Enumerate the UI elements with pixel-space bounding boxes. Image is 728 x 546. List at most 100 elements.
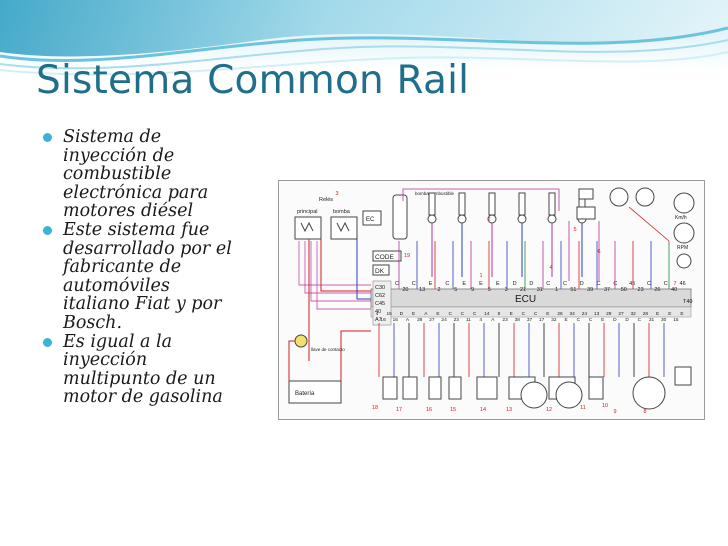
component-number: 10 — [602, 403, 608, 409]
relay-bomba — [330, 216, 358, 240]
injector — [458, 192, 466, 216]
component-number: 17 — [396, 407, 402, 413]
bottom-pin-label: D — [400, 311, 404, 317]
top-pin-label: 40 — [671, 287, 677, 293]
bullet-line: desarrollado por el — [63, 238, 232, 259]
battery-wire — [288, 340, 295, 381]
bullet-line: Sistema de — [63, 127, 162, 147]
bottom-pin-label: C — [638, 317, 642, 323]
dk-box — [372, 264, 390, 276]
component-number: 11 — [580, 405, 586, 411]
bottom-pin-label: C — [577, 317, 581, 323]
sensor-round — [520, 381, 548, 409]
relay-principal — [294, 216, 322, 240]
top-pin-label: 2 — [437, 287, 440, 293]
sensor — [674, 366, 692, 386]
bottom-pin-label: 26 — [557, 311, 563, 317]
power-wire — [320, 239, 371, 292]
top-pin-label: C — [445, 281, 449, 287]
sensor — [476, 376, 498, 400]
bullet-line: automóviles — [63, 275, 170, 296]
top-pin-label: 1 — [555, 287, 558, 293]
top-pin-label: C — [412, 281, 416, 287]
bottom-pin-label: 4 — [479, 317, 482, 323]
top-pin-label: 46 — [680, 281, 686, 287]
bottom-pin-label: E — [680, 311, 683, 317]
ignition-module — [362, 210, 382, 226]
bullet-line: Este sistema fue — [63, 219, 210, 240]
bottom-pin-label: 30 — [661, 317, 667, 323]
top-pin-label: C — [597, 281, 601, 287]
top-pin-label: 5 — [454, 287, 457, 293]
bottom-pin-label: 28 — [643, 311, 649, 317]
bullet-line: Bosch. — [63, 312, 123, 333]
kmh-gauge — [673, 192, 695, 214]
relays-label: Relés — [319, 197, 333, 203]
bottom-pin-label: 27 — [618, 311, 624, 317]
top-pin-label: 31 — [537, 287, 543, 293]
left-pin-label: 40 — [375, 309, 381, 315]
bullet-line: motores diésel — [63, 201, 194, 222]
slide-title: Sistema Common Rail — [36, 58, 470, 103]
left-connector — [372, 280, 392, 326]
relay-principal-label: principal — [297, 209, 317, 215]
bottom-pin-label: 13 — [594, 311, 600, 317]
bullet-line: Es igual a la — [63, 331, 173, 352]
battery-label: Batería — [295, 391, 315, 397]
top-pin-label: 21 — [520, 287, 526, 293]
top-pin-label: 13 — [419, 287, 425, 293]
component-number: 7 — [673, 281, 676, 287]
component-number: 8 — [643, 409, 646, 415]
bottom-pin-label: 24 — [441, 317, 447, 323]
top-pin-label: 9 — [471, 287, 474, 293]
relay-wire — [310, 241, 371, 302]
injector — [518, 192, 526, 216]
top-pin-label: C — [613, 281, 617, 287]
component-number: 14 — [480, 407, 486, 413]
ecu-label: ECU — [515, 294, 536, 305]
bullet-line: italiano Fiat y por — [63, 294, 222, 315]
bottom-pin-label: 38 — [515, 317, 521, 323]
bottom-pin-label: A — [406, 317, 410, 323]
bullet-line: fabricante de — [63, 257, 182, 278]
component-number: 12 — [546, 407, 552, 413]
relay-wire — [298, 241, 371, 286]
bullet-line: combustible — [63, 164, 172, 185]
relay-bomba-label: bomba — [333, 209, 351, 215]
bottom-pin-label: 16 — [380, 317, 386, 323]
bottom-pin-label: 23 — [502, 317, 508, 323]
bottom-pin-label: 32 — [631, 311, 637, 317]
bottom-pin-label: D — [613, 317, 617, 323]
left-pin-label: A7 — [375, 317, 382, 323]
bottom-pin-label: E — [546, 311, 549, 317]
bottom-pin-label: E — [412, 311, 415, 317]
sensor — [448, 376, 462, 400]
bullet-line: inyección de — [63, 145, 175, 166]
battery — [288, 380, 342, 404]
top-pin-label: 37 — [604, 287, 610, 293]
bottom-pin-label: 24 — [582, 311, 588, 317]
relay-small — [576, 206, 596, 220]
injector-head — [517, 214, 527, 224]
bottom-pin-label: 17 — [539, 317, 545, 323]
bottom-pin-label: A — [491, 317, 495, 323]
injector — [428, 192, 436, 216]
component-number: 2 — [487, 217, 490, 223]
code-label: CODE — [375, 254, 394, 261]
injector-head — [457, 214, 467, 224]
warning-lamp — [676, 253, 692, 269]
bottom-pin-label: C — [589, 317, 593, 323]
signal-wire — [356, 239, 371, 300]
top-pin-label: 50 — [621, 287, 627, 293]
injector-head — [427, 214, 437, 224]
component-number: 6 — [597, 249, 600, 255]
sensor — [588, 376, 604, 400]
top-pin-label: 51 — [570, 287, 576, 293]
component-number: 9 — [613, 409, 616, 415]
bottom-pin-label: E — [601, 317, 604, 323]
bullet-line: electrónica para — [63, 182, 209, 203]
bottom-pin-label: 16 — [393, 317, 399, 323]
bottom-pin-label: C — [448, 311, 452, 317]
